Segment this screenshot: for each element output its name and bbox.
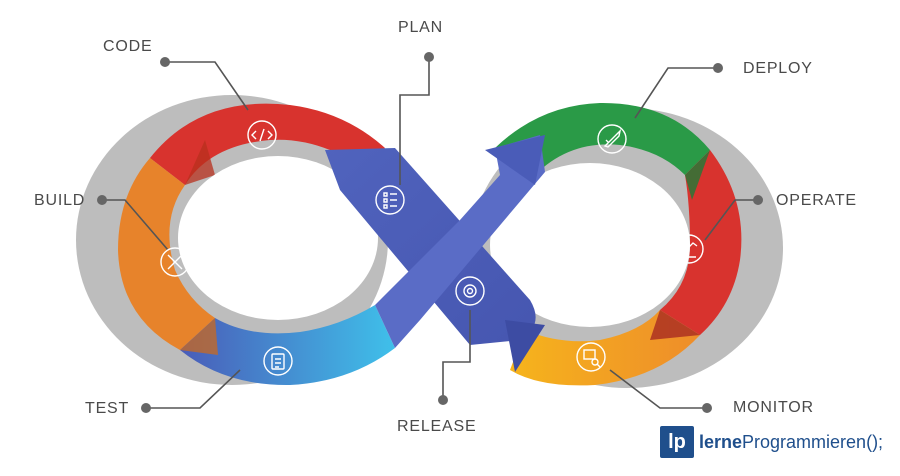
logo-word-bold: lerne bbox=[699, 431, 743, 452]
stage-label-deploy: DEPLOY bbox=[743, 60, 813, 77]
chart-magnifier-icon bbox=[576, 342, 606, 372]
robot-arm-icon bbox=[674, 234, 704, 264]
segment-deploy bbox=[495, 102, 710, 175]
left-loop bbox=[118, 103, 395, 386]
segment-release-to-deploy bbox=[375, 135, 545, 348]
stage-label-test: TEST bbox=[85, 400, 130, 417]
stage-label-build: BUILD bbox=[34, 192, 86, 209]
logo-badge: lp bbox=[660, 426, 694, 458]
gear-icon bbox=[455, 276, 485, 306]
code-brackets-icon bbox=[247, 120, 277, 150]
stage-label-operate: OPERATE bbox=[776, 192, 857, 209]
stage-label-monitor: MONITOR bbox=[733, 399, 814, 416]
segment-build bbox=[118, 158, 215, 350]
stage-label-code: CODE bbox=[103, 38, 153, 55]
brand-logo: lp lerneProgrammieren(); bbox=[660, 426, 883, 458]
logo-word-rest: Programmieren(); bbox=[742, 431, 884, 452]
segment-monitor bbox=[510, 310, 700, 386]
connector-dots bbox=[97, 52, 763, 413]
tools-icon bbox=[160, 247, 190, 277]
stage-label-plan: PLAN bbox=[398, 19, 443, 36]
connectors bbox=[103, 60, 757, 409]
rocket-icon bbox=[597, 124, 627, 154]
segment-test bbox=[180, 305, 395, 386]
checklist-icon bbox=[375, 185, 405, 215]
stage-label-release: RELEASE bbox=[397, 418, 477, 435]
clipboard-icon bbox=[263, 346, 293, 376]
logo-wordmark: lerneProgrammieren(); bbox=[699, 432, 883, 453]
segment-code bbox=[150, 103, 385, 188]
